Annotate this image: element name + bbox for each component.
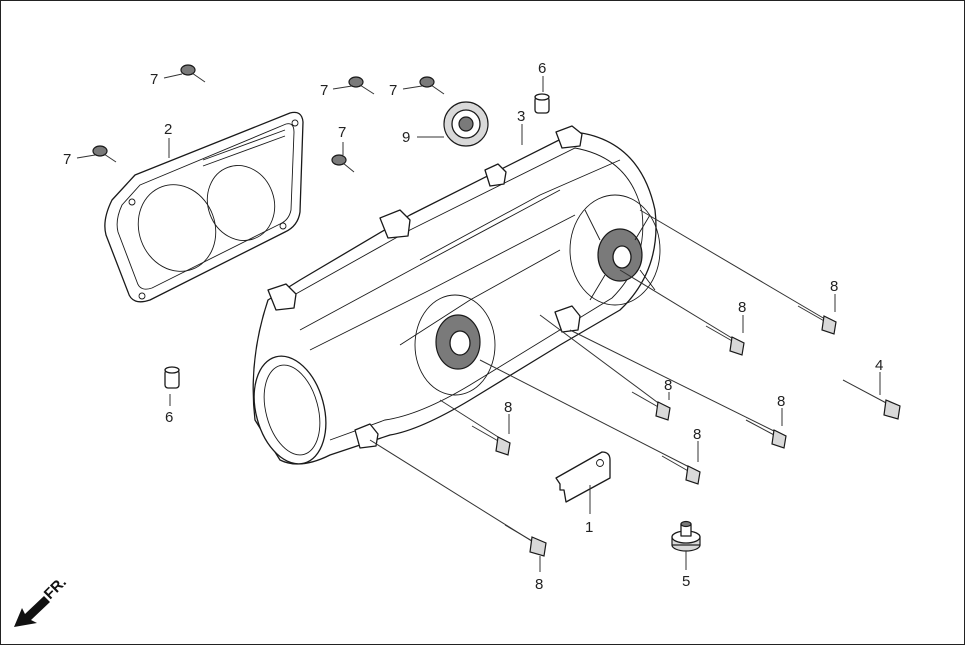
callout-8-c: 8 <box>664 377 672 394</box>
screw-7d <box>92 145 117 163</box>
screw-7a <box>180 64 206 83</box>
callout-8-f: 8 <box>693 426 701 443</box>
callout-1: 1 <box>585 519 593 536</box>
bracket-plate <box>555 451 611 503</box>
grommet <box>671 520 701 552</box>
dowel-pin-lower <box>164 366 180 389</box>
screw-7e <box>331 154 355 173</box>
callout-8-d: 8 <box>777 393 785 410</box>
callout-8-e: 8 <box>504 399 512 416</box>
callout-7-e: 7 <box>338 124 346 141</box>
bolt-8a <box>639 209 837 335</box>
front-arrow-icon <box>14 596 50 627</box>
callout-9: 9 <box>402 129 410 146</box>
gasket <box>104 111 304 303</box>
callout-7-d: 7 <box>63 151 71 168</box>
stud-bolt <box>842 379 901 420</box>
callout-4: 4 <box>875 357 883 374</box>
callout-3: 3 <box>517 108 525 125</box>
callout-7-c: 7 <box>389 82 397 99</box>
callout-5: 5 <box>682 573 690 590</box>
callout-7-a: 7 <box>150 71 158 88</box>
screw-7c <box>419 76 445 95</box>
dowel-pin-upper <box>534 93 550 114</box>
bearing <box>443 101 489 147</box>
bolt-8d <box>569 329 787 449</box>
callout-leaders <box>76 73 881 572</box>
callout-8-b: 8 <box>738 299 746 316</box>
screw-7b <box>348 76 375 95</box>
crankcase-cover <box>252 125 661 465</box>
callout-8-a: 8 <box>830 278 838 295</box>
callout-8-g: 8 <box>535 576 543 593</box>
bolt-8b <box>619 269 745 356</box>
callout-2: 2 <box>164 121 172 138</box>
callout-6-lower: 6 <box>165 409 173 426</box>
front-direction-indicator: FR. <box>14 574 70 627</box>
bolt-8c <box>539 314 671 421</box>
bolt-8f <box>479 359 701 485</box>
bolt-8g <box>369 439 547 557</box>
callout-numbers: 1 2 3 4 5 6 6 7 7 7 7 7 8 8 8 8 8 8 8 9 <box>63 60 883 593</box>
bolt-8e <box>439 399 511 456</box>
callout-7-b: 7 <box>320 82 328 99</box>
callout-6-upper: 6 <box>538 60 546 77</box>
